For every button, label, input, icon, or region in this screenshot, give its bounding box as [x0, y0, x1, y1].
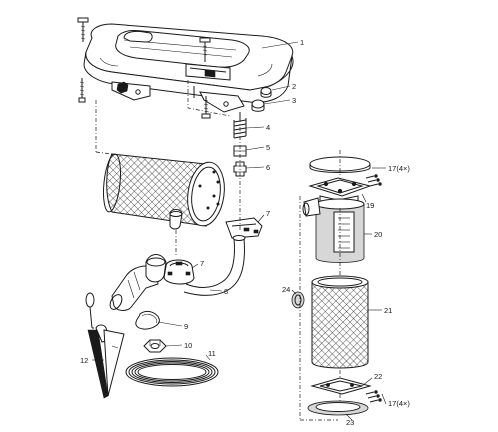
float-housing [83, 23, 294, 113]
callout-21: 21 [384, 306, 392, 315]
top-screw-left [77, 17, 89, 42]
callout-5: 5 [266, 143, 270, 152]
callout-11: 11 [208, 349, 216, 358]
clamp-part-7-lower [163, 259, 195, 285]
top-screw-center [199, 37, 211, 62]
assembly-centerlines [95, 80, 341, 421]
callout-1: 1 [300, 38, 304, 47]
nut-part-10 [143, 339, 167, 353]
nut-left [116, 81, 129, 94]
clamp-part-7-upper [225, 217, 263, 239]
callout-4: 4 [266, 123, 270, 132]
screws-17-bottom [365, 390, 382, 403]
coiled-cord-part-11 [125, 357, 219, 387]
callout-9: 9 [184, 322, 188, 331]
leader-lines [92, 41, 387, 421]
gasket-part-24 [291, 291, 305, 309]
ring-part-23 [307, 400, 369, 416]
callout-7-upper: 7 [266, 209, 270, 218]
callout-3: 3 [292, 96, 296, 105]
hose-part-8 [183, 235, 246, 296]
side-bolt-center [201, 96, 211, 119]
callout-19: 19 [366, 201, 374, 210]
knob-part-2 [260, 87, 272, 98]
filter-canister-20 [302, 197, 365, 263]
callout-17-top: 17(4×) [388, 164, 410, 173]
callout-6: 6 [266, 163, 270, 172]
callout-23: 23 [346, 418, 354, 427]
mesh-cylinder-housing [102, 153, 225, 230]
callout-20: 20 [374, 230, 382, 239]
stake-part-12 [85, 292, 125, 399]
nozzle-elbow [109, 254, 167, 311]
base-plate-22 [310, 377, 372, 395]
callout-24: 24 [282, 285, 290, 294]
callout-2: 2 [292, 82, 296, 91]
mesh-filter-21 [311, 275, 369, 369]
callout-17-bottom: 17(4×) [388, 399, 410, 408]
knob-part-3 [251, 99, 265, 112]
side-bolt-left [78, 78, 86, 103]
oring-part-9 [135, 310, 160, 330]
callout-8: 8 [224, 287, 228, 296]
callout-10: 10 [184, 341, 192, 350]
callout-12: 12 [80, 356, 88, 365]
callout-7-lower: 7 [200, 259, 204, 268]
callout-22: 22 [374, 372, 382, 381]
screws-17-top [365, 174, 382, 187]
